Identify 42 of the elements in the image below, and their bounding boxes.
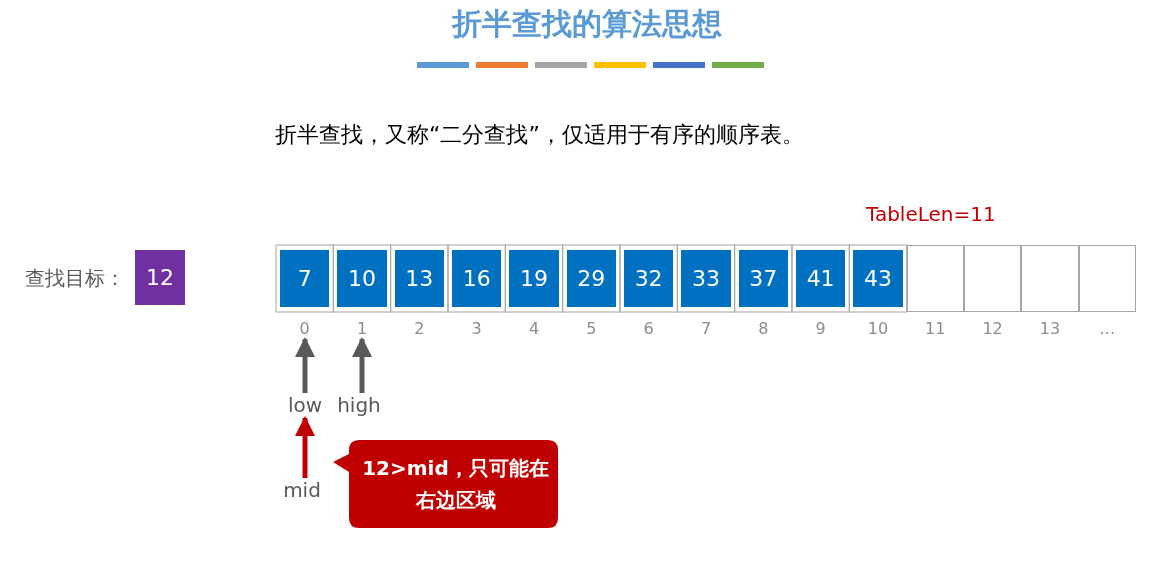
array-element-box: 29	[566, 250, 616, 307]
sentence: 折半查找，又称“二分查找”，仅适用于有序的顺序表。	[275, 121, 804, 149]
index-label: …	[1093, 318, 1122, 338]
pointer-label: low	[282, 393, 328, 417]
array-element-box: 37	[738, 250, 788, 307]
index-label: 8	[749, 318, 778, 338]
index-label: 4	[520, 318, 548, 338]
pointer-label: mid	[282, 478, 322, 502]
array-element-box: 33	[681, 250, 731, 307]
empty-array-cell	[963, 245, 1022, 312]
index-label: 2	[405, 318, 434, 338]
array-element-box: 10	[337, 250, 387, 307]
index-label: 12	[978, 318, 1007, 338]
table-length-note: TableLen=11	[866, 202, 996, 226]
target-value-box: 12	[135, 250, 185, 305]
empty-array-cell	[906, 245, 964, 312]
array-element-box: 7	[280, 250, 330, 307]
index-label: 5	[577, 318, 606, 338]
pointer-arrow	[295, 337, 315, 393]
array-element-box: 19	[509, 250, 559, 307]
index-label: 3	[462, 318, 491, 338]
empty-array-cell	[1078, 245, 1136, 312]
pointer-label: high	[334, 393, 384, 417]
target-label: 查找目标：	[25, 265, 125, 292]
index-label: 10	[863, 318, 892, 338]
callout-bubble: 12>mid，只可能在右边区域	[333, 440, 558, 528]
index-label: 6	[634, 318, 663, 338]
array-element-box: 13	[394, 250, 444, 307]
index-label: 11	[921, 318, 950, 338]
empty-array-cell	[1021, 245, 1079, 312]
index-label: 7	[691, 318, 720, 338]
array-element-box: 16	[452, 250, 502, 307]
title: 折半查找的算法思想	[450, 5, 723, 43]
index-label: 9	[806, 318, 835, 338]
array-element-box: 43	[853, 250, 903, 307]
pointer-arrow	[352, 337, 372, 393]
array-element-box: 32	[623, 250, 674, 307]
array-element-box: 41	[795, 250, 846, 307]
index-label: 0	[290, 318, 319, 338]
index-label: 1	[348, 318, 376, 338]
index-label: 13	[1035, 318, 1064, 338]
pointer-arrow	[295, 416, 315, 478]
